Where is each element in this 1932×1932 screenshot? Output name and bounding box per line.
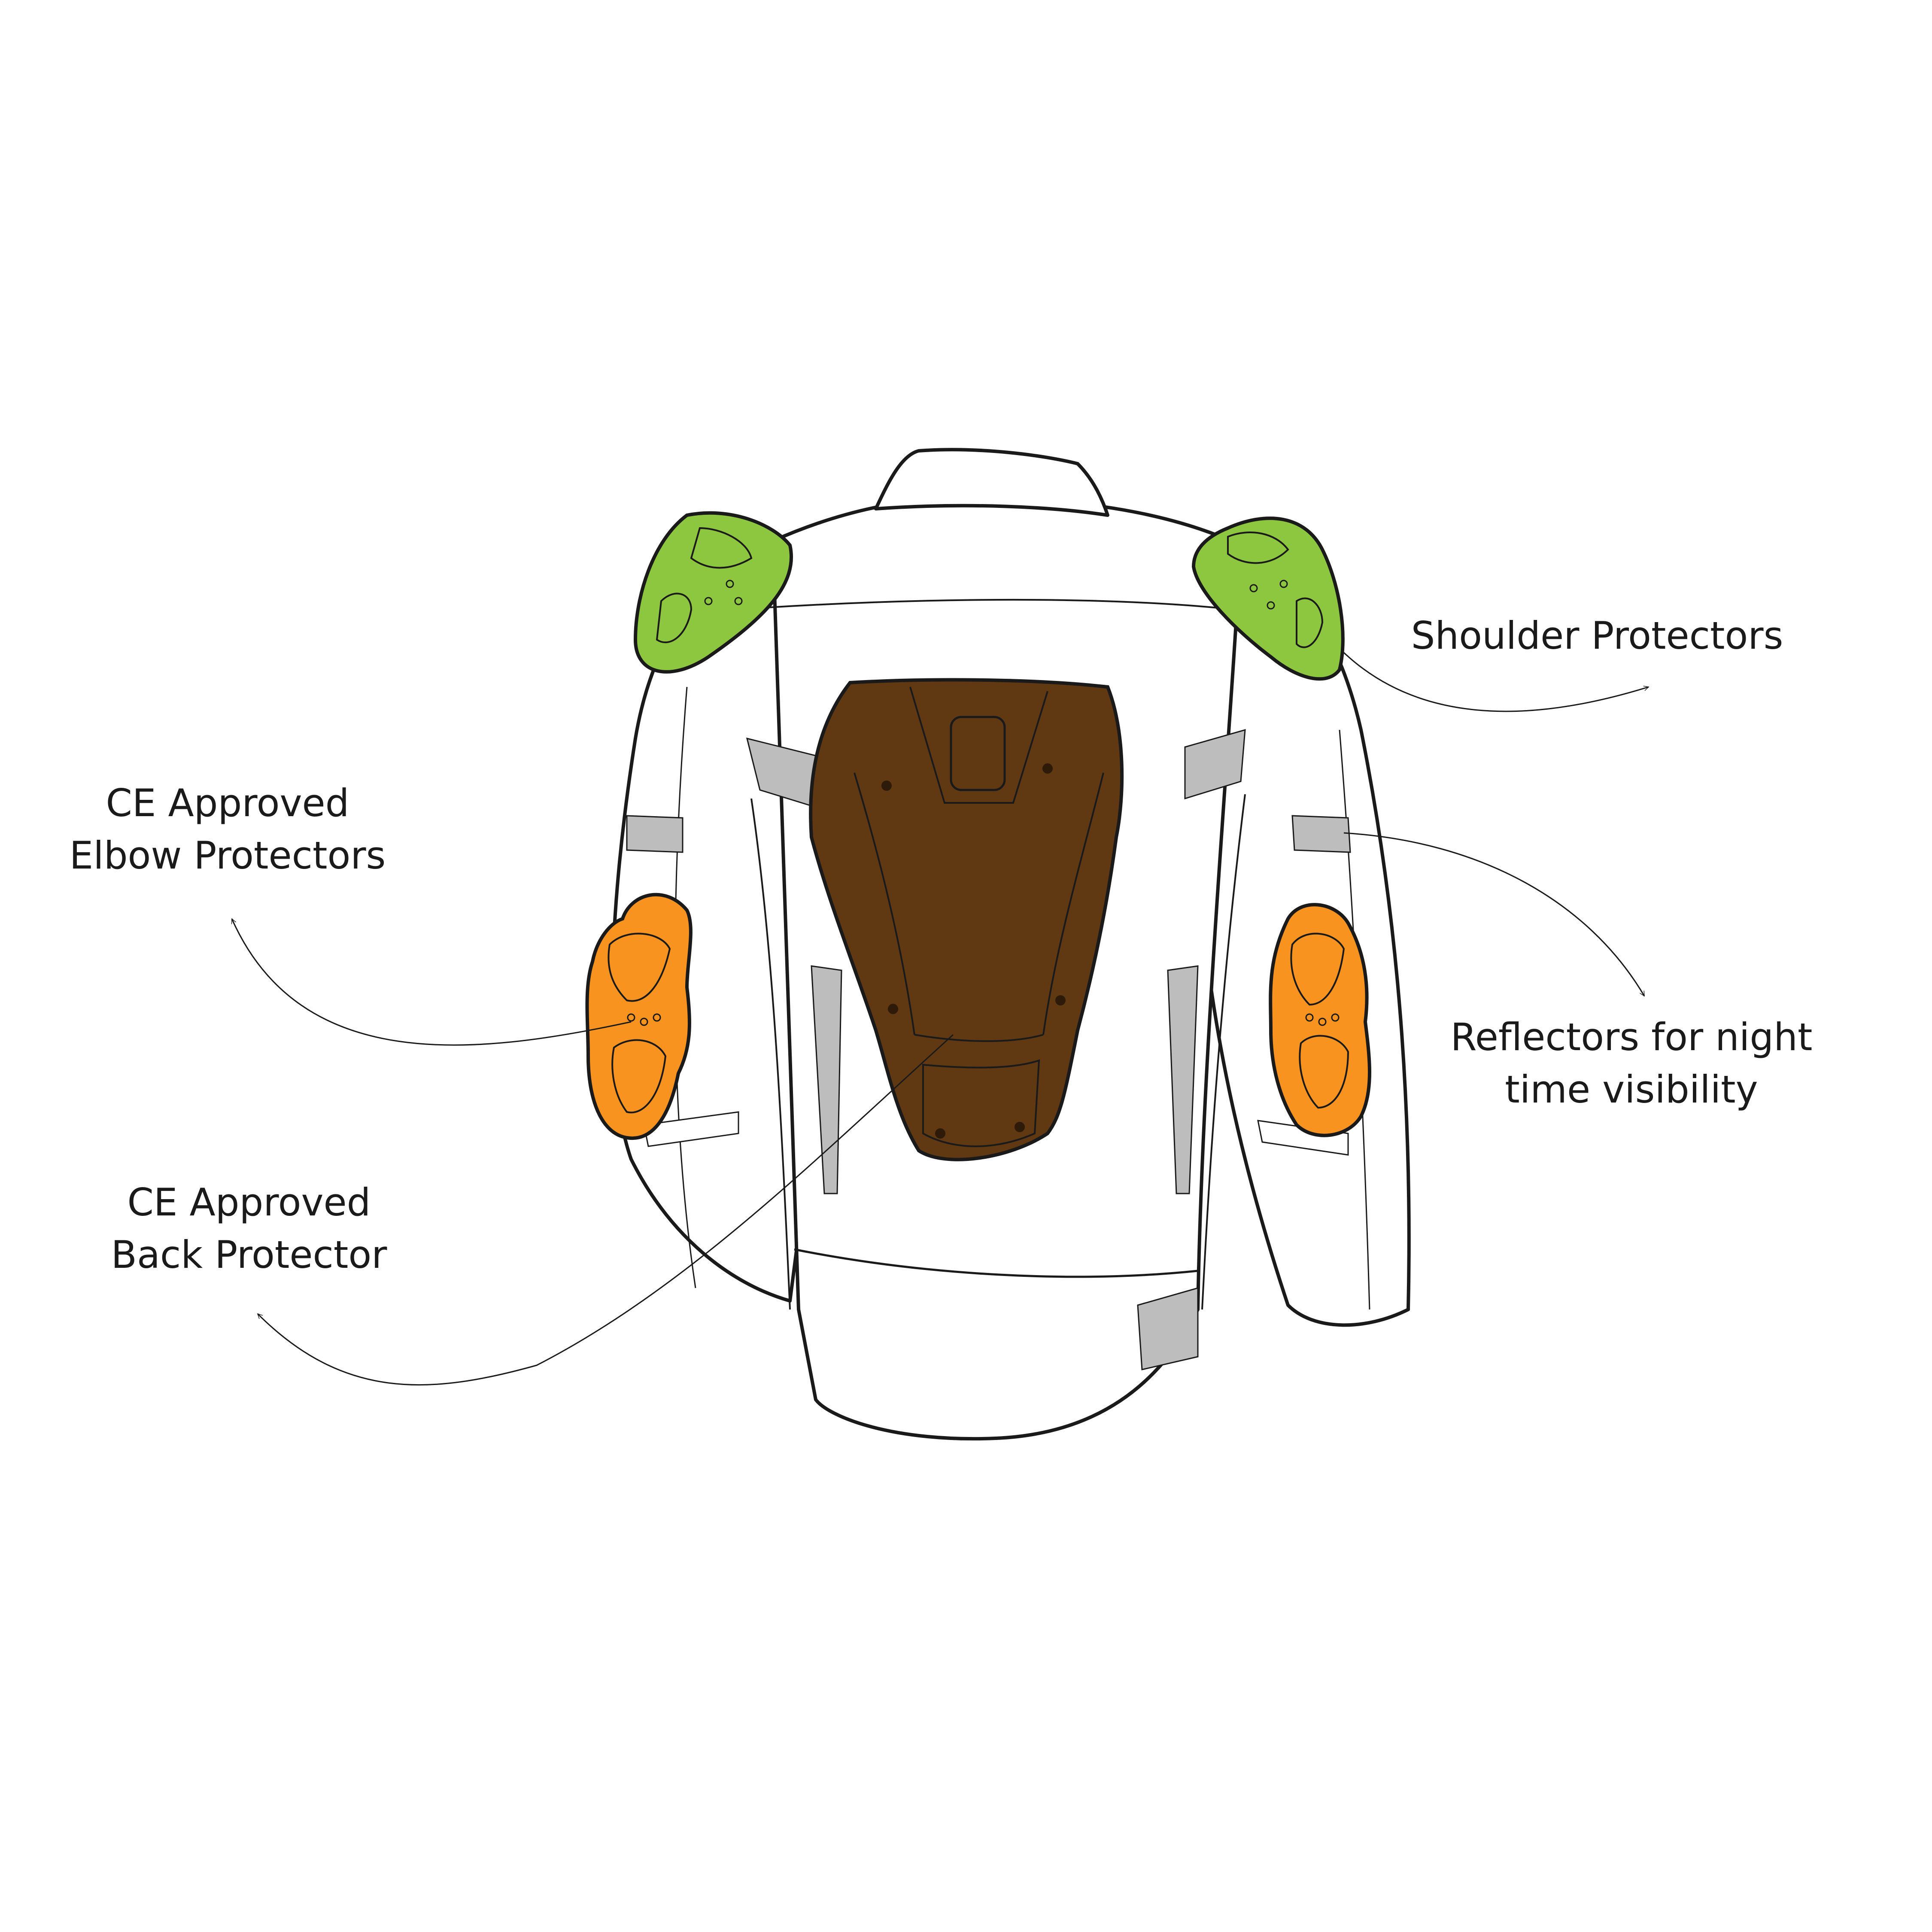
label-reflectors: Reflectors for night time visibility <box>1331 1011 1932 1116</box>
label-back-line2: Back Protector <box>111 1233 387 1277</box>
reflector-side-right <box>1167 965 1199 1194</box>
waist-band <box>794 1248 1198 1278</box>
label-reflector-line1: Reflectors for night <box>1450 1015 1813 1059</box>
reflector-sleeve-right <box>1291 815 1351 853</box>
label-elbow-line1: CE Approved <box>106 781 349 825</box>
reflector-side-left <box>811 965 842 1194</box>
label-shoulder-line1: Shoulder Protectors <box>1411 614 1783 658</box>
label-back-line1: CE Approved <box>127 1180 371 1224</box>
callout-arrows <box>231 652 1649 1386</box>
label-shoulder-protectors: Shoulder Protectors <box>1297 610 1898 662</box>
arrow-elbow <box>231 919 632 1046</box>
yoke-seam <box>734 598 1237 611</box>
reflector-back-right <box>1184 729 1246 800</box>
shoulder-protector-left <box>633 511 793 674</box>
shoulder-protector-right <box>1191 516 1345 681</box>
label-reflector-line2: time visibility <box>1505 1067 1758 1112</box>
label-elbow-line2: Elbow Protectors <box>69 833 386 878</box>
arrow-shoulder <box>1343 652 1649 712</box>
label-back-protector: CE Approved Back Protector <box>52 1176 447 1281</box>
reflector-stripes <box>626 729 1351 1370</box>
arrow-reflector <box>1343 832 1645 996</box>
label-elbow-protectors: CE Approved Elbow Protectors <box>30 777 425 882</box>
arrow-back <box>258 1034 954 1386</box>
collar <box>874 448 1109 517</box>
back-protector <box>809 678 1124 1161</box>
elbow-protector-left <box>585 893 693 1140</box>
elbow-protector-right <box>1269 903 1371 1137</box>
reflector-collar-left <box>643 1111 739 1147</box>
reflector-cuff-right <box>1137 1287 1199 1370</box>
reflector-sleeve-left <box>626 815 683 853</box>
